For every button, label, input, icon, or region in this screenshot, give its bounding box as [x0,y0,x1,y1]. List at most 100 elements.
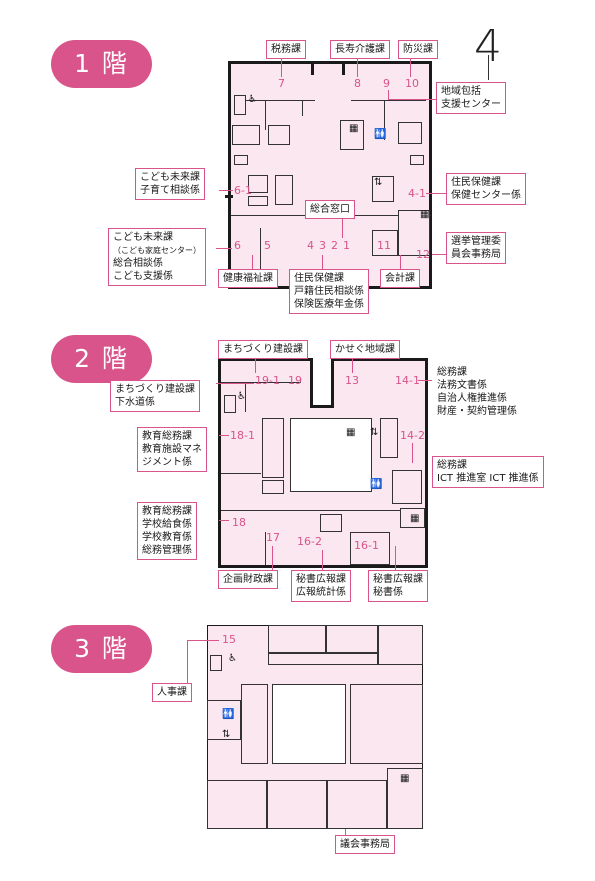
floor-1-badge: 1 階 [51,40,152,88]
room [268,125,290,145]
wall [225,195,233,198]
wall [311,61,314,75]
label-line: まちづくり建設課 [115,384,195,395]
stairs-icon: ▦ [400,773,410,784]
label-line: 教育総務課 [142,506,192,517]
label-line: 総務課 [437,460,467,471]
label-line: こども未来課 [140,172,200,183]
leader-line [216,383,254,384]
room-number-6-1: 6-1 [234,184,252,197]
leader-line [216,248,232,249]
room-number-5: 5 [264,239,271,252]
label-kaikei: 会計課 [380,269,420,288]
wall [342,61,345,75]
label-jumin-koseki: 住民保健課 戸籍住民相談係 保険医療年金係 [289,269,369,314]
room-number-10: 10 [405,77,419,90]
leader-line [272,546,273,570]
label-hisho-toukei: 秘書広報課 広報統計係 [291,570,351,602]
label-kenkou: 健康福祉課 [218,269,278,288]
wall [221,510,426,511]
label-line: 保健センター係 [451,190,521,201]
label-line: 戸籍住民相談係 [294,286,364,297]
label-line: 法務文書係 [437,380,487,391]
label-line: 保険医療年金係 [294,299,364,310]
stairs-icon: ▦ [420,209,430,220]
room [326,625,378,653]
room [268,625,326,653]
label-line: 秘書係 [373,587,403,598]
label-bousai: 防災課 [398,40,438,59]
label-line: 秘書広報課 [296,574,346,585]
room-number-16-1: 16-1 [354,539,379,552]
label-line: ジメント係 [142,457,192,468]
leader-line [388,90,389,99]
leader-line [400,255,401,269]
room [232,125,260,145]
wall [245,100,315,101]
elevator-icon: ⇅ [374,177,383,188]
accessible-toilet-icon: ♿ [237,391,246,402]
label-line: 総務管理係 [142,545,192,556]
label-kodomo-soudan: こども未来課 子育て相談係 [135,168,205,200]
leader-line [252,255,253,269]
stairs-icon: ▦ [410,513,420,524]
room-number-7: 7 [278,77,285,90]
leader-line [219,435,229,436]
page-mark-stroke [488,55,489,80]
floor-2-courtyard [290,418,372,492]
wall [351,100,426,101]
label-line: 財産・契約管理係 [437,406,517,417]
leader-line [426,193,446,194]
room [262,418,284,478]
toilet-icon: 🚻 [222,709,235,720]
room-number-4-1: 4-1 [408,187,426,200]
room [241,684,268,764]
label-senkyo: 選挙管理委 員会事務局 [446,232,506,264]
leader-line [412,443,413,463]
room-number-19: 19 [288,374,302,387]
elevator-icon: ⇅ [222,729,231,740]
label-soumu-right: 総務課 法務文書係 自治人権推進係 財産・契約管理係 [437,366,517,418]
elevator-box [234,95,246,115]
room-number-6: 6 [234,239,241,252]
room [267,780,327,829]
label-line: 教育総務課 [142,431,192,442]
leader-line [345,829,346,835]
room [262,480,284,494]
leader-line [322,255,323,269]
accessible-toilet-icon: ♿ [228,653,237,664]
stairs-room [340,120,364,150]
label-line: ICT 推進室 ICT 推進係 [437,473,539,484]
label-jinji: 人事課 [152,683,192,702]
label-hisho-hisho: 秘書広報課 秘書係 [368,570,428,602]
label-machi-gesui: まちづくり建設課 下水道係 [110,380,200,412]
room [320,514,342,532]
room-number-3: 3 [319,239,326,252]
label-line: 地域包括 [441,86,481,97]
room-number-4: 4 [307,239,314,252]
wall [302,100,303,116]
label-line: 広報統計係 [296,587,346,598]
floor-2-badge: 2 階 [51,335,152,383]
leader-line [388,99,436,100]
wall [221,473,261,474]
wall [245,382,246,412]
room [350,532,390,565]
elevator-icon: ⇅ [370,427,379,438]
room-number-12: 12 [416,248,430,261]
label-line: 秘書広報課 [373,574,423,585]
leader-line [410,57,411,77]
wall [384,100,385,140]
room-number-19-1: 19-1 [255,374,280,387]
room [248,175,268,193]
label-line: 教育施設マネ [142,444,202,455]
room-number-11: 11 [377,239,391,252]
room [378,625,423,665]
room [398,210,430,256]
label-soumu-ict: 総務課 ICT 推進室 ICT 推進係 [432,456,544,488]
label-line: （こども家庭センター） [113,246,201,255]
leader-line [357,57,358,77]
room-number-2: 2 [331,239,338,252]
room-number-18: 18 [232,516,246,529]
leader-line [187,640,188,684]
